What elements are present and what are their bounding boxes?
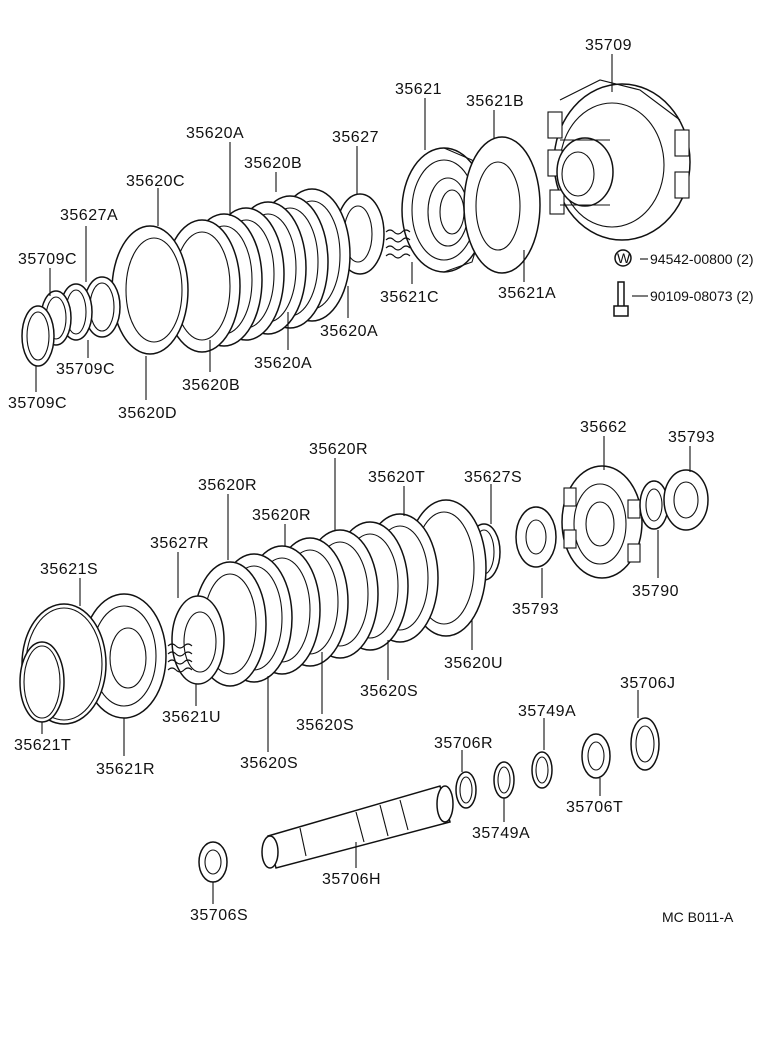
label-35709C-a: 35709C bbox=[18, 251, 77, 268]
label-35706S: 35706S bbox=[190, 907, 248, 924]
label-35621R: 35621R bbox=[96, 761, 155, 778]
label-90109-08073: 90109-08073 (2) bbox=[650, 288, 754, 304]
label-35627S: 35627S bbox=[464, 469, 522, 486]
label-35621T: 35621T bbox=[14, 737, 71, 754]
label-35620S-b: 35620S bbox=[296, 717, 354, 734]
piston-35627R bbox=[171, 595, 225, 685]
clutch-plate-stack-lower bbox=[193, 513, 439, 687]
label-35709: 35709 bbox=[585, 37, 632, 54]
label-35620T: 35620T bbox=[368, 469, 425, 486]
washer-icon: W bbox=[614, 249, 632, 267]
label-35621B: 35621B bbox=[466, 93, 524, 110]
washer-mark: W bbox=[617, 250, 631, 266]
thrust-washer-35793-top bbox=[663, 469, 709, 531]
drum-35662 bbox=[561, 465, 643, 579]
label-35620B-top: 35620B bbox=[244, 155, 302, 172]
label-35749A-top: 35749A bbox=[518, 703, 576, 720]
label-35627A: 35627A bbox=[60, 207, 118, 224]
label-35620C: 35620C bbox=[126, 173, 185, 190]
diagram-code: MC B011-A bbox=[662, 909, 734, 925]
label-35620A-low: 35620A bbox=[254, 355, 312, 372]
seal-ring-35749A-top bbox=[531, 751, 553, 789]
label-35706J: 35706J bbox=[620, 675, 676, 692]
label-35793-top: 35793 bbox=[668, 429, 715, 446]
label-35627R: 35627R bbox=[150, 535, 209, 552]
label-35749A-low: 35749A bbox=[472, 825, 530, 842]
snap-rings-35709C bbox=[21, 276, 121, 367]
clutch-plate-stack-upper bbox=[163, 188, 351, 353]
label-35620A-mid: 35620A bbox=[320, 323, 378, 340]
label-35706T: 35706T bbox=[566, 799, 623, 816]
label-35620R-c: 35620R bbox=[252, 507, 311, 524]
snap-ring-35706R bbox=[455, 771, 477, 809]
lower-leader-lines bbox=[41, 436, 691, 904]
bearing-race-35706T bbox=[581, 733, 611, 779]
label-35709C-c: 35709C bbox=[8, 395, 67, 412]
label-35620S-c: 35620S bbox=[240, 755, 298, 772]
label-35621A: 35621A bbox=[498, 285, 556, 302]
seal-ring-35621A bbox=[463, 136, 541, 274]
label-35620A-top: 35620A bbox=[186, 125, 244, 142]
label-94542-00800: 94542-00800 (2) bbox=[650, 251, 754, 267]
label-35706H: 35706H bbox=[322, 871, 381, 888]
return-springs-35621C bbox=[385, 229, 411, 259]
label-35620D: 35620D bbox=[118, 405, 177, 422]
input-shaft-35706H bbox=[261, 785, 454, 869]
label-35627: 35627 bbox=[332, 129, 379, 146]
clutch-drum-35709 bbox=[547, 79, 691, 241]
label-35620B-low: 35620B bbox=[182, 377, 240, 394]
thrust-washer-35793-low bbox=[515, 506, 557, 568]
label-35706R: 35706R bbox=[434, 735, 493, 752]
label-35793-low: 35793 bbox=[512, 601, 559, 618]
thrust-washer-35706S bbox=[198, 841, 228, 883]
seal-ring-35749A-low bbox=[493, 761, 515, 799]
bearing-35706J bbox=[630, 717, 660, 771]
o-ring-35621T bbox=[19, 641, 65, 723]
label-35621U: 35621U bbox=[162, 709, 221, 726]
flange-35620D bbox=[111, 225, 189, 355]
label-35620R-a: 35620R bbox=[309, 441, 368, 458]
label-35621S: 35621S bbox=[40, 561, 98, 578]
label-35620U: 35620U bbox=[444, 655, 503, 672]
bolt-icon bbox=[613, 281, 629, 317]
return-springs-35621U bbox=[167, 643, 193, 673]
label-35620S-a: 35620S bbox=[360, 683, 418, 700]
label-35620R-b: 35620R bbox=[198, 477, 257, 494]
label-35790: 35790 bbox=[632, 583, 679, 600]
label-35709C-b: 35709C bbox=[56, 361, 115, 378]
label-35621: 35621 bbox=[395, 81, 442, 98]
upper-leader-lines bbox=[35, 54, 648, 400]
label-35662: 35662 bbox=[580, 419, 627, 436]
label-35621C: 35621C bbox=[380, 289, 439, 306]
